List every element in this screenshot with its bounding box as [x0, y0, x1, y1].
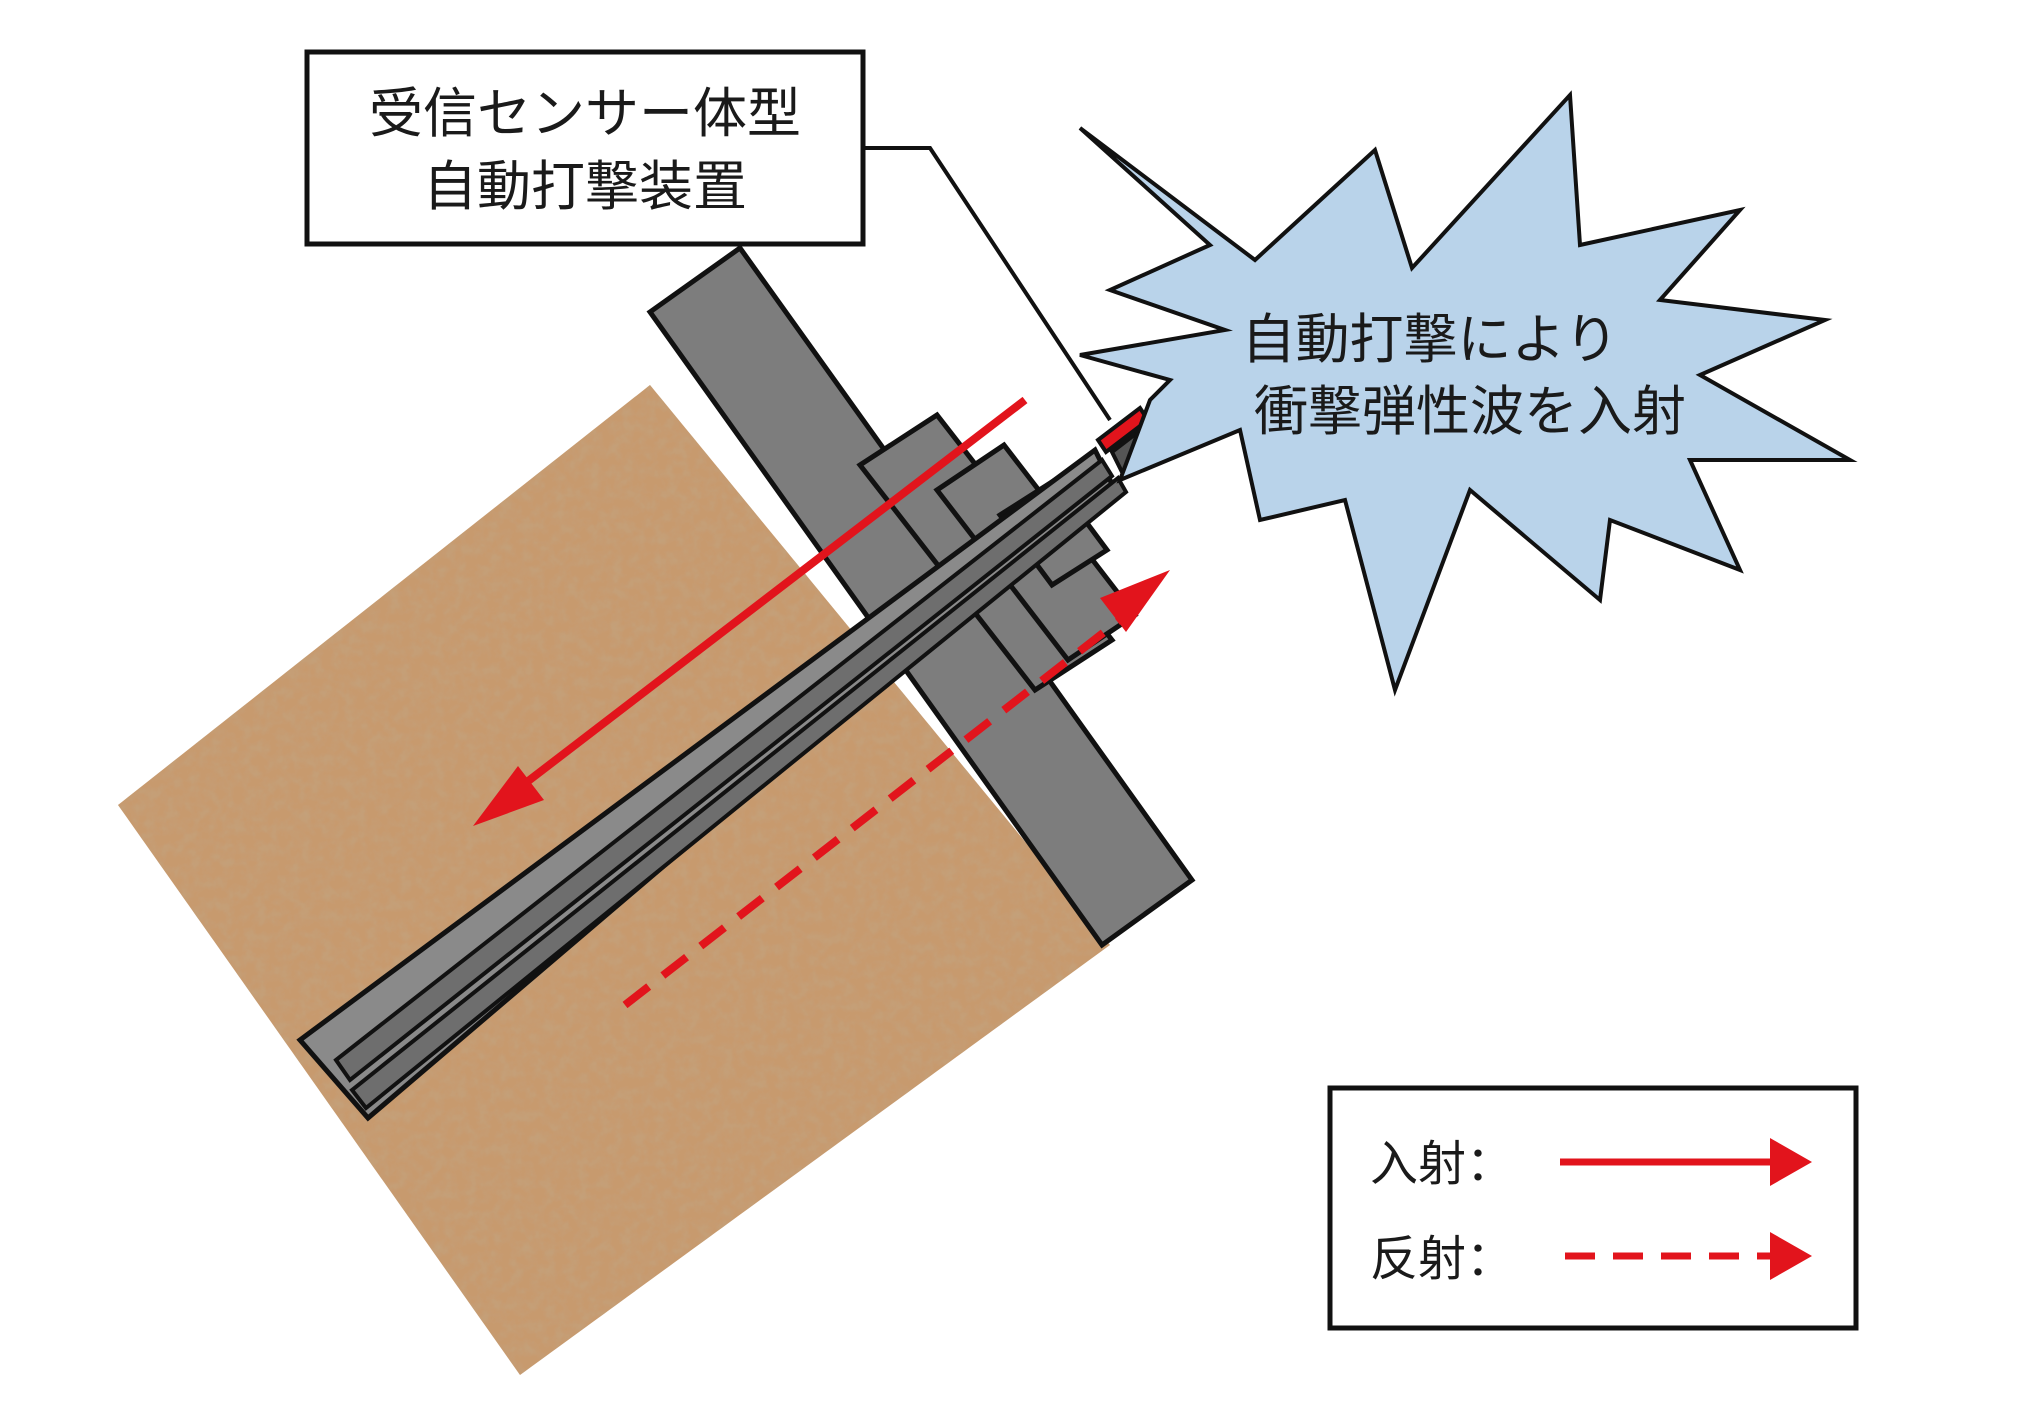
anchor-tendon-strand-1	[333, 457, 1115, 1083]
leader-line	[863, 146, 1112, 422]
legend-incident-arrowhead	[1770, 1138, 1812, 1186]
anchor-tendon-strand-2	[349, 474, 1129, 1111]
burst-label-line2: 衝撃弾性波を入射	[1254, 380, 1686, 443]
device-label-line2: 自動打撃装置	[423, 155, 747, 218]
incident-arrowhead	[473, 766, 544, 826]
burst-label-line1: 自動打撃により	[1242, 308, 1619, 371]
legend-reflected-arrowhead	[1770, 1232, 1812, 1280]
impact-burst	[1078, 90, 1858, 697]
legend-box	[1327, 1085, 1859, 1331]
legend-incident-label: 入射：	[1370, 1136, 1514, 1192]
reflected-arrowhead	[1100, 570, 1170, 632]
reflected-wave-arrow	[622, 608, 1133, 1009]
incident-wave-arrow	[507, 396, 1028, 799]
device-label-box	[304, 49, 866, 247]
legend-reflected-label: 反射：	[1370, 1231, 1514, 1287]
device-label-line1: 受信センサー体型	[369, 82, 801, 145]
